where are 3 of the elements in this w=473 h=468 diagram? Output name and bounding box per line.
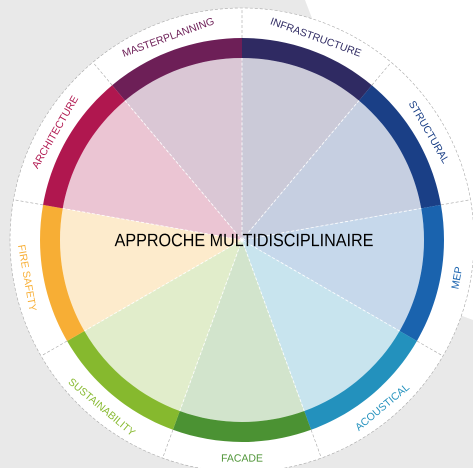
node-label: FIRE SAFETY xyxy=(18,244,37,310)
node-label: MEP xyxy=(451,266,462,289)
node-label: FACADE xyxy=(222,454,262,462)
